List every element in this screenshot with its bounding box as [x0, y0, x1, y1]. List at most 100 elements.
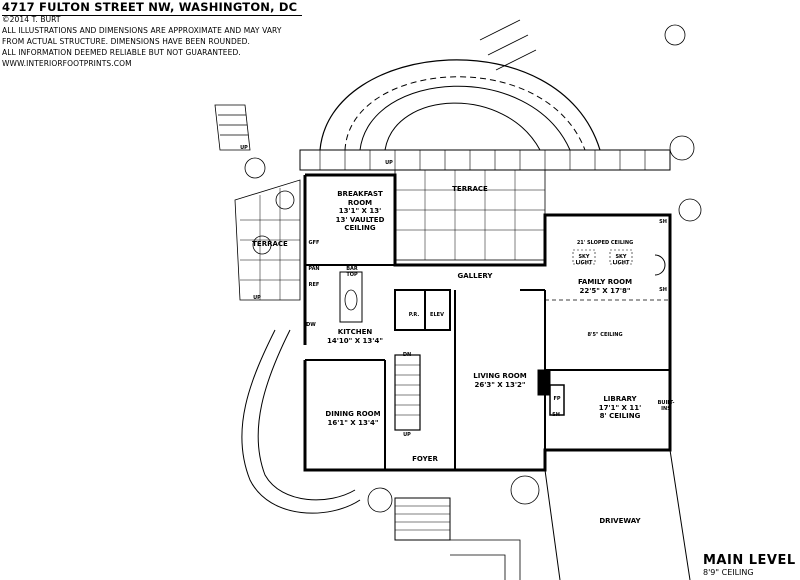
terrace-left-up-label: UP — [250, 295, 264, 301]
disclaimer-line-2: FROM ACTUAL STRUCTURE. DIMENSIONS HAVE B… — [2, 37, 251, 46]
disclaimer-line-1: ALL ILLUSTRATIONS AND DIMENSIONS ARE APP… — [2, 26, 282, 35]
tree-2 — [669, 135, 695, 161]
family-dims: 22'5" X 17'8" — [579, 286, 631, 295]
sink — [344, 289, 358, 311]
level-title: MAIN LEVEL — [703, 553, 796, 568]
header-rule — [2, 15, 302, 16]
pantry-text: PAN — [308, 266, 320, 272]
house-outer-wall — [303, 173, 672, 472]
bar-top-text: BAR TOP — [346, 266, 358, 278]
terrace-main-label: TERRACE — [440, 185, 500, 194]
dining-name: DINING ROOM — [325, 410, 381, 418]
rear-steps-up-text: UP — [240, 145, 248, 151]
tree-1 — [244, 157, 266, 179]
library-dims: 17'1" X 11' — [598, 403, 642, 412]
driveway-label: DRIVEWAY — [585, 517, 655, 526]
shelving-label-2: SH — [657, 287, 669, 293]
rear-steps-up-label: UP — [237, 145, 251, 151]
living-name: LIVING ROOM — [473, 372, 527, 380]
planting-bed-arc — [344, 76, 586, 151]
family-flat-ceiling: 8'5" CEILING — [575, 332, 635, 338]
family-sloped-text: 21' SLOPED CEILING — [576, 240, 634, 246]
level-label: MAIN LEVEL 8'9" CEILING — [703, 553, 798, 578]
gallery-name: GALLERY — [457, 272, 493, 280]
tree-4 — [664, 24, 686, 46]
copyright-text: ©2014 T. BURT — [2, 15, 61, 24]
kitchen-name: KITCHEN — [337, 328, 373, 336]
foyer-label: FOYER — [400, 455, 450, 464]
gff-label: GFF — [306, 240, 322, 246]
breakfast-room-label: BREAKFAST ROOM 13'1" X 13' 13' VAULTED C… — [325, 190, 395, 233]
front-walk — [450, 539, 521, 580]
powder-room-text: P.R. — [408, 312, 420, 318]
bar-top-label: BAR TOP — [340, 266, 364, 278]
library-ceiling: 8' CEILING — [599, 412, 641, 420]
terrace-up-text: UP — [385, 160, 393, 166]
terrace-main-area — [394, 169, 546, 261]
dining-dims: 16'1" X 13'4" — [327, 418, 379, 427]
level-ceiling: 8'9" CEILING — [703, 568, 754, 577]
tree-7 — [252, 235, 272, 255]
skylight-label-2: SKY LIGHT — [609, 254, 633, 266]
dining-room-label: DINING ROOM 16'1" X 13'4" — [318, 410, 388, 427]
garden-path-diagonal — [479, 19, 537, 71]
disclaimer-line-3: ALL INFORMATION DEEMED RELIABLE BUT NOT … — [2, 48, 241, 57]
refrigerator-text: REF — [308, 282, 320, 288]
rear-terrace-band — [299, 149, 671, 171]
living-room-label: LIVING ROOM 26'3" X 13'2" — [460, 372, 540, 389]
main-staircase — [394, 354, 421, 431]
terrace-left-area — [234, 179, 301, 301]
stair-down-label: DN — [400, 352, 414, 358]
skylight-2-text: SKY LIGHT — [612, 254, 630, 266]
gff-text: GFF — [308, 240, 320, 246]
elevator-text: ELEV — [430, 312, 444, 318]
breakfast-note-1: 13' VAULTED — [335, 215, 385, 224]
breakfast-name-2: ROOM — [347, 198, 373, 207]
built-ins-text: BUILT-INS — [657, 400, 675, 412]
rear-steps — [214, 104, 251, 151]
kitchen-island — [339, 271, 363, 323]
fireplace-library — [549, 384, 565, 416]
refrigerator-label: REF — [306, 282, 322, 288]
terrace-left-up-text: UP — [253, 295, 261, 301]
fireplace-living-label: FP — [536, 378, 548, 384]
front-steps — [394, 497, 451, 541]
terrace-left-label: TERRACE — [245, 240, 295, 249]
shelving-label-3: SH — [550, 412, 562, 418]
built-ins-label: BUILT-INS — [656, 400, 676, 412]
tree-3 — [678, 198, 702, 222]
terrace-up-label: UP — [382, 160, 396, 166]
garden-outer-arc — [319, 59, 601, 151]
website-link[interactable]: WWW.INTERIORFOOTPRINTS.COM — [2, 59, 132, 68]
garden-inner-arc — [359, 85, 571, 151]
stair-up-label: UP — [400, 432, 414, 438]
property-address: 4717 FULTON STREET NW, WASHINGTON, DC — [2, 0, 298, 14]
header-block: 4717 FULTON STREET NW, WASHINGTON, DC ©2… — [2, 0, 302, 69]
shelving-2-text: SH — [659, 287, 667, 293]
family-flat-text: 8'5" CEILING — [587, 332, 623, 338]
garden-path-arc — [384, 102, 541, 151]
fireplace-library-text: FP — [553, 396, 561, 402]
bay-window — [654, 254, 666, 276]
library-name: LIBRARY — [603, 395, 637, 403]
shelving-label-1: SH — [657, 219, 669, 225]
fireplace-living-text: FP — [538, 378, 546, 384]
shelving-1-text: SH — [659, 219, 667, 225]
driveway-edge — [544, 449, 691, 580]
kitchen-dims: 14'10" X 13'4" — [327, 336, 383, 345]
tree-6 — [367, 487, 393, 513]
library-label: LIBRARY 17'1" X 11' 8' CEILING — [585, 395, 655, 421]
fireplace-library-label: FP — [551, 396, 563, 402]
tree-8 — [275, 190, 295, 210]
skylight-label-1: SKY LIGHT — [572, 254, 596, 266]
terrace-left-name: TERRACE — [252, 240, 288, 248]
gallery-label: GALLERY — [445, 272, 505, 281]
elevator-box — [394, 289, 451, 331]
breakfast-name-1: BREAKFAST — [337, 190, 383, 198]
side-garden-path — [241, 329, 361, 514]
tree-5 — [510, 475, 540, 505]
powder-room-label: P.R. — [405, 312, 423, 318]
stair-down-text: DN — [402, 352, 412, 358]
pantry-label: PAN — [306, 266, 322, 272]
